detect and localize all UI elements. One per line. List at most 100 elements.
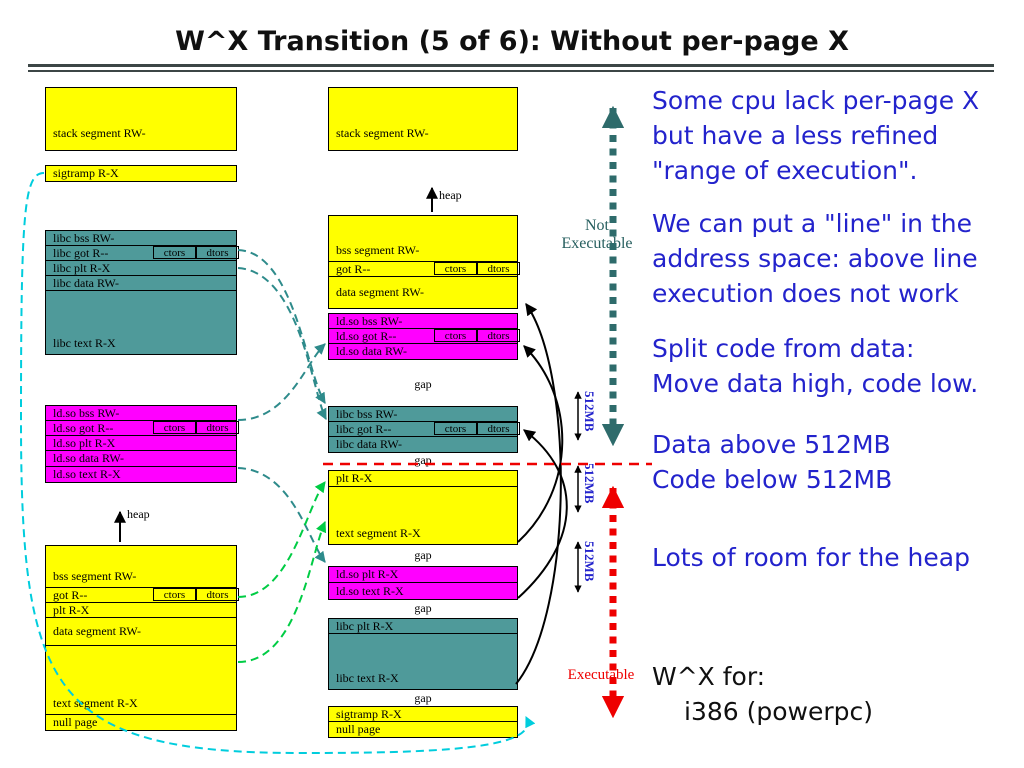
ctors-box: ctors: [153, 421, 196, 434]
note-line: "range of execution".: [652, 156, 918, 185]
512mb-label: 512MB: [582, 541, 597, 582]
box-label: text segment R-X: [53, 696, 138, 710]
box-label: text segment R-X: [336, 526, 421, 540]
gap-label: gap: [414, 601, 432, 615]
heap-label-mid: heap: [439, 188, 462, 202]
left-ldso-plt-box: ld.so plt R-X: [45, 435, 237, 451]
box-label: ld.so bss RW-: [336, 313, 403, 328]
left-libc-text-box: libc text R-X: [45, 290, 237, 355]
box-label: libc bss RW-: [53, 230, 115, 245]
box-label: null page: [53, 715, 98, 729]
box-label: bss segment RW-: [53, 569, 137, 583]
dtors-box: dtors: [477, 329, 520, 342]
box-label: stack segment RW-: [336, 126, 429, 140]
mid-data-box: data segment RW-: [328, 276, 518, 309]
ldso-text-to-libc-data-arrow: [517, 429, 568, 599]
libc-got-move-connector: [237, 267, 327, 420]
ldso-data-move-connector: [237, 343, 326, 421]
plt-move-connector: [237, 481, 326, 598]
note-line: Move data high, code low.: [652, 369, 979, 398]
box-label: ld.so got R--: [336, 328, 397, 343]
box-label: libc data RW-: [336, 437, 402, 451]
not-executable-line1: Not: [585, 217, 609, 234]
note-line: but have a less refined: [652, 121, 939, 150]
mid-text-box: text segment R-X: [328, 486, 518, 545]
not-executable-label: Not Executable: [549, 217, 645, 253]
ctors-box: ctors: [434, 262, 477, 275]
left-sigtramp-box: sigtramp R-X: [45, 165, 237, 182]
box-label: ld.so plt R-X: [336, 567, 399, 581]
mid-ldso-got-box: ld.so got R-- ctors dtors: [328, 328, 520, 344]
note-line: Lots of room for the heap: [652, 543, 970, 572]
gap-label: gap: [414, 377, 432, 391]
note-paragraph-1: Some cpu lack per-page X but have a less…: [652, 83, 979, 188]
box-label: ld.so bss RW-: [53, 405, 120, 420]
box-label: data segment RW-: [336, 285, 424, 299]
box-label: plt R-X: [336, 471, 373, 485]
dtors-box: dtors: [196, 421, 239, 434]
left-libc-plt-box: libc plt R-X: [45, 260, 237, 276]
box-label: ld.so text R-X: [53, 467, 121, 481]
mid-ldso-data-box: ld.so data RW-: [328, 343, 518, 360]
mid-plt-box: plt R-X: [328, 470, 518, 487]
left-libc-got-box: libc got R-- ctors dtors: [45, 245, 239, 261]
box-label: libc text R-X: [336, 671, 399, 685]
ldso-text-move-connector: [237, 467, 326, 563]
box-label: ld.so plt R-X: [53, 435, 116, 450]
left-text-box: text segment R-X: [45, 645, 237, 715]
not-executable-line2: Executable: [561, 235, 633, 252]
dtors-box: dtors: [477, 422, 520, 435]
gap-label: gap: [414, 548, 432, 562]
wx-arch-label: i386 (powerpc): [684, 697, 874, 726]
mid-ldso-text-box: ld.so text R-X: [328, 582, 518, 600]
wx-for-label: W^X for:: [652, 662, 766, 691]
note-line: We can put a "line" in the: [652, 209, 972, 238]
note-line: execution does not work: [652, 279, 959, 308]
mid-got-box: got R-- ctors dtors: [328, 261, 520, 277]
mid-sigtramp-box: sigtramp R-X: [328, 706, 518, 722]
box-label: libc plt R-X: [336, 618, 394, 633]
dtors-box: dtors: [196, 588, 239, 601]
box-label: libc data RW-: [53, 275, 119, 290]
ctors-box: ctors: [434, 422, 477, 435]
note-line: Split code from data:: [652, 334, 915, 363]
mid-ldso-bss-box: ld.so bss RW-: [328, 313, 518, 329]
left-ldso-got-box: ld.so got R-- ctors dtors: [45, 420, 239, 436]
box-label: libc got R--: [336, 421, 392, 436]
box-label: ld.so text R-X: [336, 583, 404, 598]
title-rule: [28, 64, 994, 72]
box-label: got R--: [336, 261, 371, 276]
slide-title: W^X Transition (5 of 6): Without per-pag…: [175, 26, 849, 57]
note-line: Data above 512MB: [652, 430, 891, 459]
box-label: ld.so got R--: [53, 420, 114, 435]
mid-stack-box: stack segment RW-: [328, 87, 518, 151]
dtors-box: dtors: [196, 246, 239, 259]
mid-libc-data-box: libc data RW-: [328, 436, 518, 453]
box-label: sigtramp R-X: [53, 166, 119, 180]
executable-label: Executable: [567, 667, 635, 683]
left-libc-bss-box: libc bss RW-: [45, 230, 237, 246]
box-label: got R--: [53, 587, 88, 602]
ctors-box: ctors: [434, 329, 477, 342]
left-libc-data-box: libc data RW-: [45, 275, 237, 291]
left-data-box: data segment RW-: [45, 617, 237, 646]
left-stack-box: stack segment RW-: [45, 87, 237, 151]
box-label: sigtramp R-X: [336, 706, 402, 721]
box-label: libc bss RW-: [336, 406, 398, 421]
libc-data-move-connector: [237, 249, 326, 404]
left-null-page-box: null page: [45, 714, 237, 731]
mid-libc-got-box: libc got R-- ctors dtors: [328, 421, 520, 437]
heap-label-left: heap: [127, 507, 150, 521]
box-label: libc plt R-X: [53, 260, 111, 275]
dtors-box: dtors: [477, 262, 520, 275]
ctors-box: ctors: [153, 246, 196, 259]
text-to-ldso-data-arrow: [517, 345, 564, 543]
box-label: ld.so data RW-: [336, 344, 407, 358]
left-got-box: got R-- ctors dtors: [45, 587, 239, 603]
gap-label: gap: [414, 691, 432, 705]
left-ldso-data-box: ld.so data RW-: [45, 450, 237, 467]
mid-libc-bss-box: libc bss RW-: [328, 406, 518, 422]
note-paragraph-2: We can put a "line" in the address space…: [652, 206, 978, 311]
note-paragraph-3: Split code from data: Move data high, co…: [652, 331, 978, 401]
